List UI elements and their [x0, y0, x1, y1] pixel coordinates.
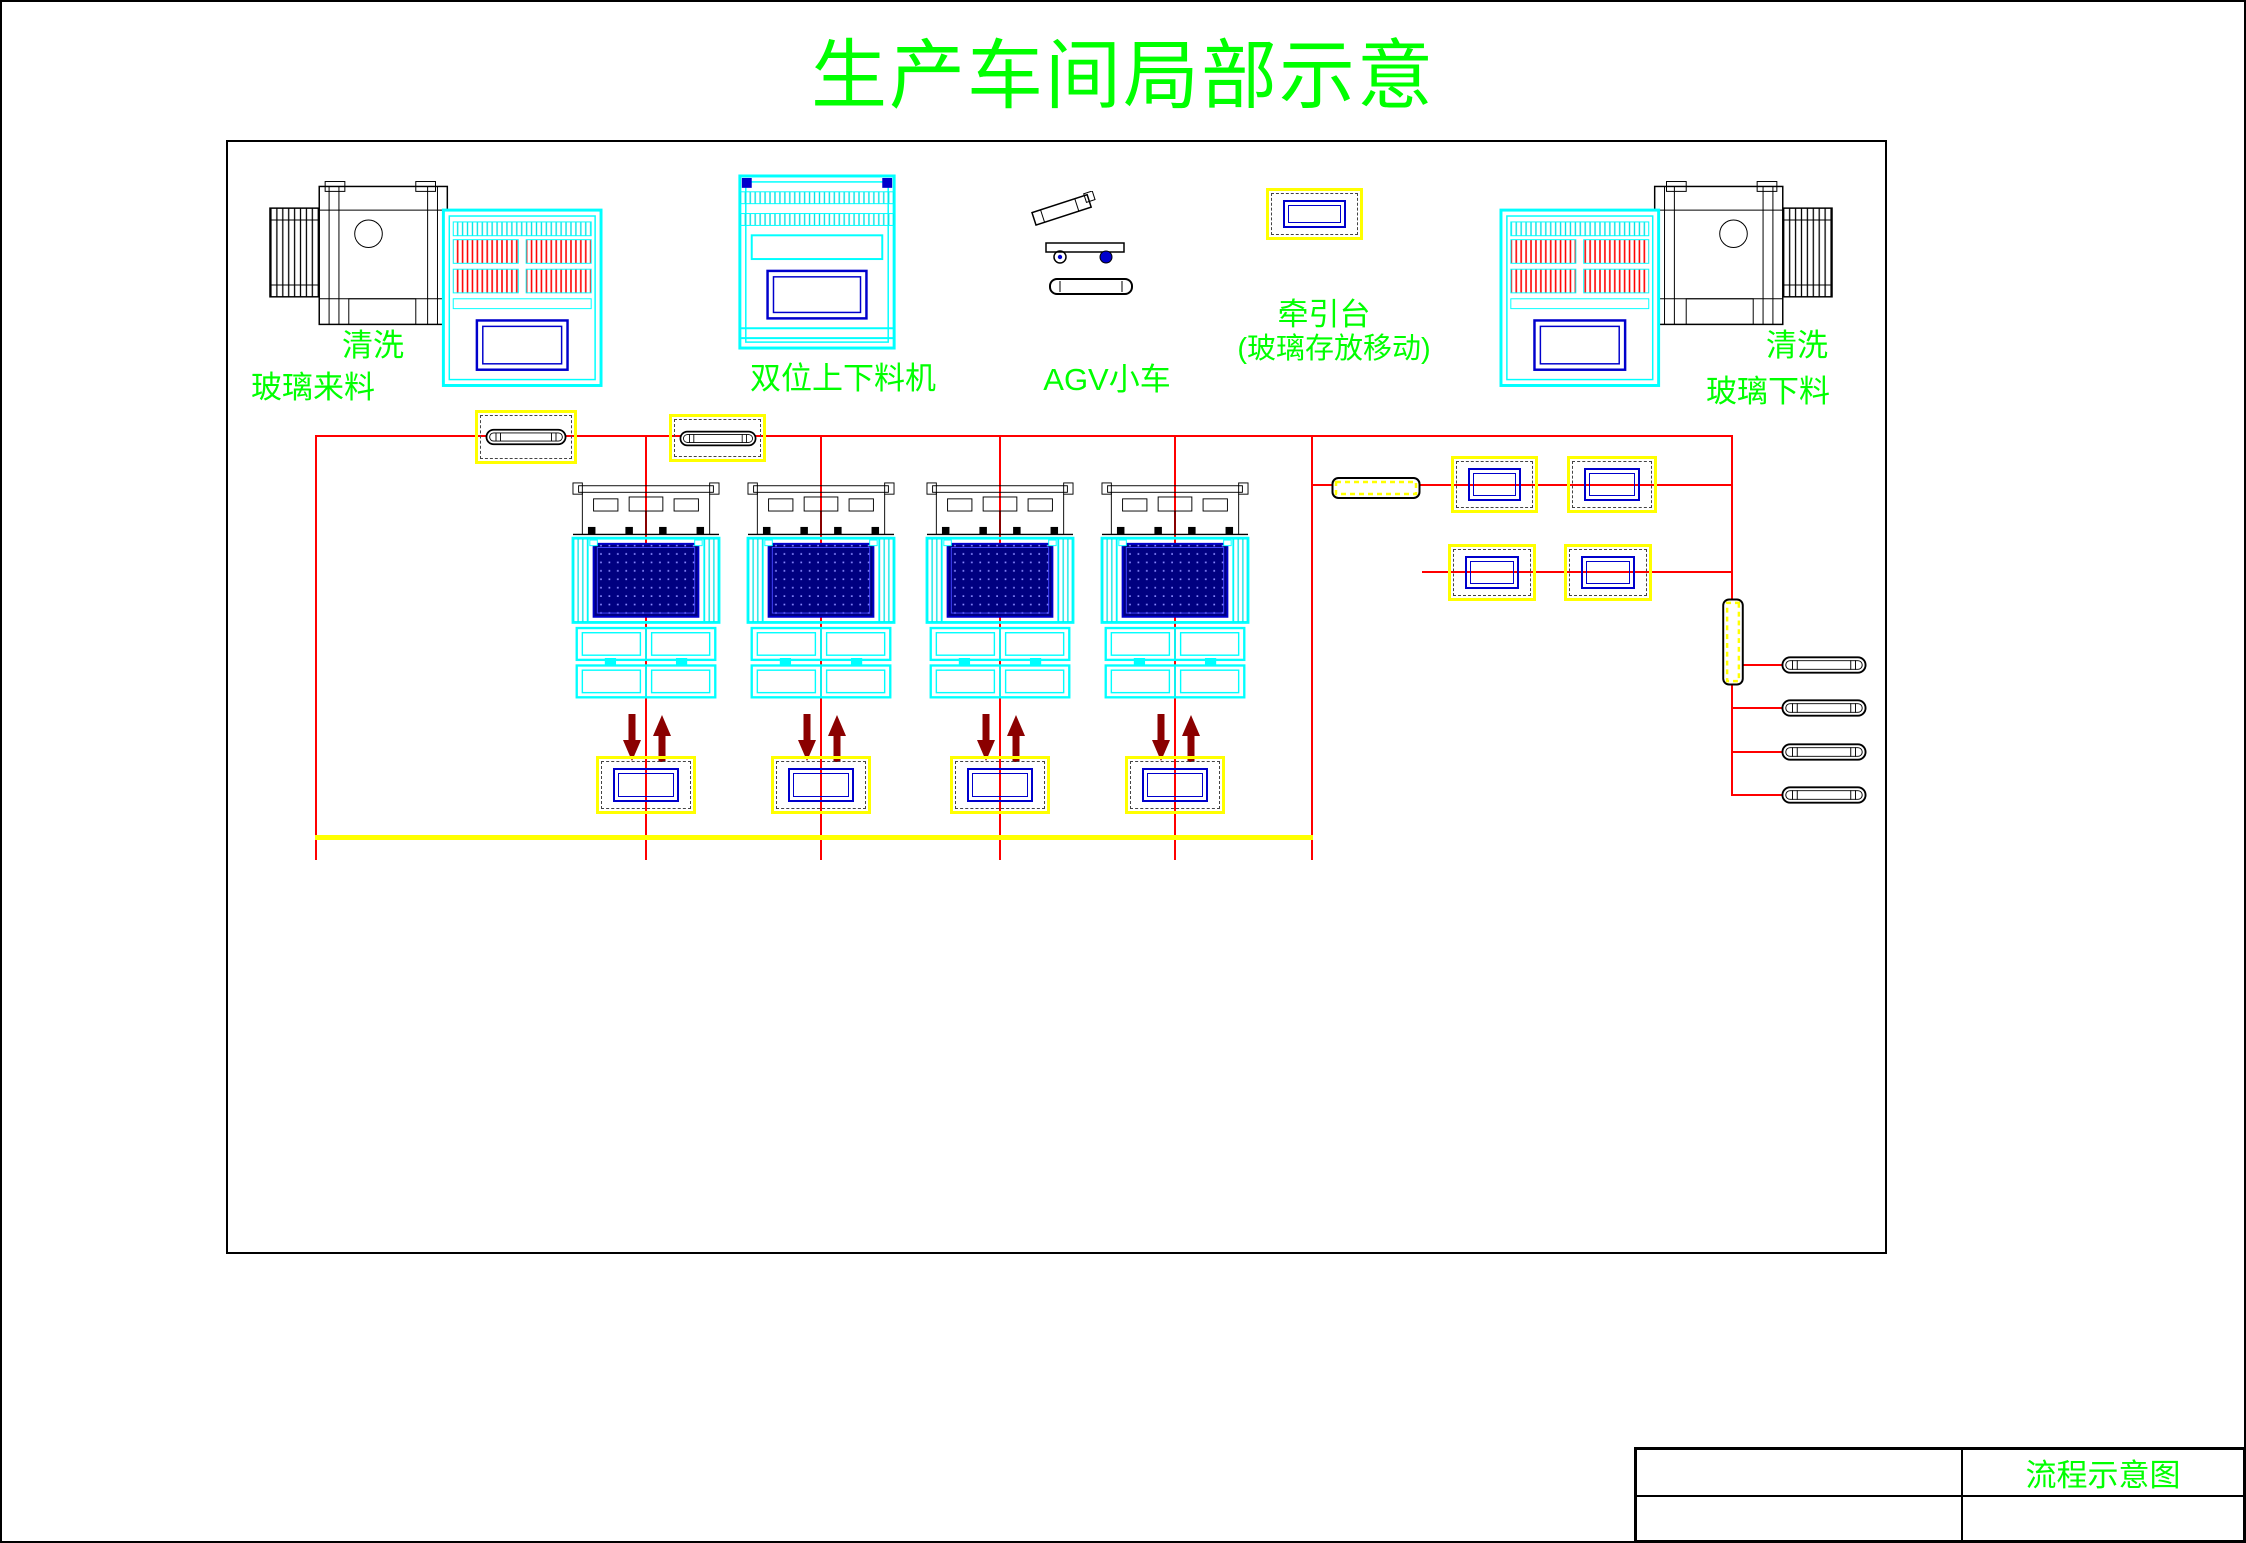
conveyor-segment: [1781, 741, 1867, 763]
title-block: 流程示意图: [1634, 1447, 2244, 1541]
process-machine-4: [1100, 482, 1250, 702]
title-block-cell: [1636, 1496, 1962, 1541]
glass-pallet: [771, 756, 871, 814]
flow-line: [1732, 664, 1802, 666]
pallet-dash-border: [1271, 193, 1358, 235]
pallet-dash-border: [1569, 549, 1647, 596]
glass-sheet: [1584, 468, 1640, 501]
process-machine-2: [746, 482, 896, 702]
glass-infeed-wash-station: [268, 180, 603, 388]
title-block-cell: [1636, 1449, 1962, 1496]
flow-line: [1311, 435, 1313, 860]
flow-arrow-up: [1181, 714, 1201, 762]
label-agv: AGV小车: [1043, 362, 1171, 397]
glass-sheet: [1142, 768, 1208, 802]
flow-arrow-up: [1006, 714, 1026, 762]
transfer-conveyor-station: [475, 410, 577, 464]
pallet-dash-border: [674, 419, 761, 457]
flow-line: [315, 435, 1732, 437]
conveyor-segment: [1331, 475, 1421, 501]
traction-table: [1266, 188, 1363, 240]
pallet-dash-border: [1453, 549, 1531, 596]
conveyor-segment: [1781, 784, 1867, 806]
glass-sheet: [1283, 200, 1346, 228]
storage-pallet: [1564, 544, 1652, 601]
glass-sheet: [1468, 468, 1521, 501]
glass-pallet: [1125, 756, 1225, 814]
glass-sheet: [1465, 556, 1519, 589]
flow-line: [1732, 751, 1802, 753]
page-title: 生产车间局部示意: [811, 34, 1435, 119]
agv-cart: [1028, 191, 1158, 311]
pallet-dash-border: [776, 761, 866, 809]
flow-arrow-up: [827, 714, 847, 762]
glass-sheet: [788, 768, 854, 802]
drawing-name: 流程示意图: [1962, 1449, 2244, 1496]
label-wash-in: 清洗: [342, 328, 404, 363]
flow-line: [1732, 794, 1802, 796]
dual-position-loader: [737, 174, 897, 352]
label-glass-out: 玻璃下料: [1706, 374, 1830, 409]
storage-pallet: [1448, 544, 1536, 601]
pallet-dash-border: [955, 761, 1045, 809]
glass-sheet: [1581, 556, 1635, 589]
flow-line: [1422, 571, 1732, 573]
storage-pallet: [1451, 456, 1538, 513]
conveyor-segment-vertical: [1720, 598, 1746, 686]
drawing-frame: [226, 140, 1887, 1254]
glass-pallet: [596, 756, 696, 814]
flow-arrow-down: [976, 714, 996, 762]
transfer-line: [315, 835, 1313, 840]
conveyor-segment: [1781, 697, 1867, 719]
flow-arrow-up: [652, 714, 672, 762]
flow-line: [1312, 484, 1732, 486]
transfer-conveyor-station: [669, 414, 766, 462]
process-machine-3: [925, 482, 1075, 702]
label-traction: 牵引台: [1277, 297, 1371, 332]
glass-pallet: [950, 756, 1050, 814]
label-traction-sub: (玻璃存放移动): [1237, 333, 1431, 365]
pallet-dash-border: [1572, 461, 1652, 508]
pallet-dash-border: [1130, 761, 1220, 809]
pallet-dash-border: [480, 415, 572, 459]
flow-arrow-down: [622, 714, 642, 762]
label-loader: 双位上下料机: [750, 361, 936, 396]
glass-sheet: [613, 768, 679, 802]
pallet-dash-border: [601, 761, 691, 809]
pallet-dash-border: [1456, 461, 1533, 508]
storage-pallet: [1567, 456, 1657, 513]
label-wash-out: 清洗: [1766, 328, 1828, 363]
flow-arrow-down: [797, 714, 817, 762]
process-machine-1: [571, 482, 721, 702]
title-block-cell: [1962, 1496, 2244, 1541]
conveyor-segment: [1781, 654, 1867, 676]
label-glass-in: 玻璃来料: [251, 370, 375, 405]
flow-arrow-down: [1151, 714, 1171, 762]
glass-sheet: [967, 768, 1033, 802]
flow-line: [315, 435, 317, 860]
flow-line: [1732, 707, 1802, 709]
